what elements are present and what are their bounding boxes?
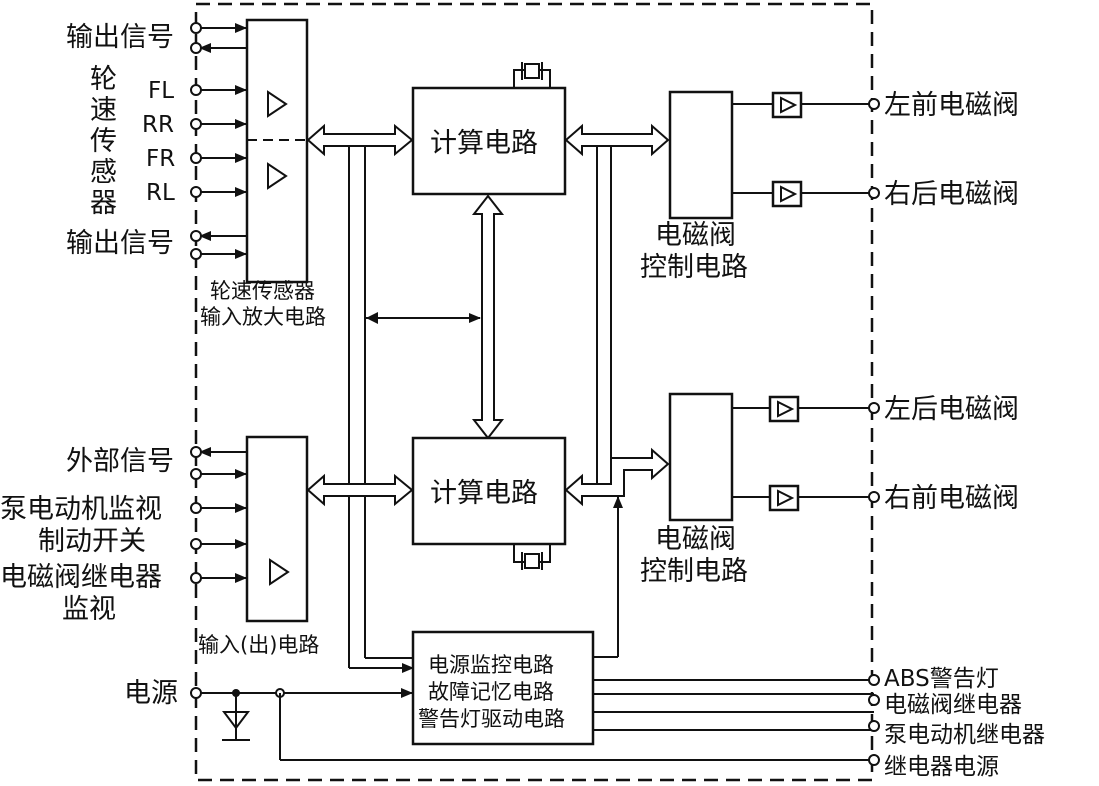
calc-circuit-top — [411, 62, 567, 196]
sensor-terminals — [190, 22, 202, 260]
valve-terminals — [868, 98, 880, 503]
svg-text:感: 感 — [90, 157, 117, 188]
power-monitor-label-3: 警告灯驱动电路 — [418, 707, 565, 731]
svg-text:传: 传 — [90, 126, 117, 157]
valve-relay-monitor-label-1: 电磁阀继电器 — [0, 562, 162, 593]
relay-power-label: 继电器电源 — [884, 754, 999, 780]
io-circuit-label: 输入(出)电路 — [198, 633, 319, 657]
sensor-amp-label-2: 输入放大电路 — [200, 305, 326, 329]
brake-switch-label: 制动开关 — [38, 526, 146, 557]
sensor-amplifier-block — [245, 18, 309, 284]
left-rear-valve-label: 左后电磁阀 — [884, 394, 1019, 425]
calc-top-label: 计算电路 — [430, 128, 538, 159]
ecu-boundary — [194, 2, 874, 782]
power-monitor-label-2: 故障记忆电路 — [428, 680, 554, 704]
valve-ctrl-top-label-2: 控制电路 — [640, 252, 748, 283]
power-input — [190, 687, 870, 761]
valve-control-top — [668, 90, 734, 220]
pump-motor-monitor-label: 泵电动机监视 — [0, 494, 162, 525]
sensor-io-lines — [199, 23, 247, 259]
wheel-speed-sensor-vertical-label: 轮 速 传 感 器 — [90, 64, 117, 219]
valve-ctrl-bottom-label-2: 控制电路 — [640, 556, 748, 587]
valve-ctrl-bottom-label-1: 电磁阀 — [655, 524, 736, 555]
output-signal-top-label: 输出信号 — [66, 22, 174, 53]
valve-relay-label: 电磁阀继电器 — [884, 692, 1022, 718]
svg-text:器: 器 — [90, 188, 117, 219]
valve-bus — [564, 123, 670, 658]
power-monitor-block — [411, 630, 595, 746]
sensor-amp-label-1: 轮速传感器 — [210, 279, 315, 303]
right-rear-valve-label: 右后电磁阀 — [884, 179, 1019, 210]
output-signal-bottom-label: 输出信号 — [66, 228, 174, 259]
power-monitor-outputs — [594, 674, 880, 766]
data-bus — [306, 123, 481, 673]
fr-label: FR — [146, 146, 175, 172]
svg-text:速: 速 — [90, 95, 117, 126]
io-circuit-block — [245, 435, 309, 623]
valve-control-bottom — [668, 392, 734, 522]
power-monitor-label-1: 电源监控电路 — [428, 653, 554, 677]
rr-label: RR — [142, 112, 174, 138]
left-front-valve-label: 左前电磁阀 — [884, 90, 1019, 121]
pump-motor-relay-label: 泵电动机继电器 — [884, 722, 1045, 748]
power-label: 电源 — [124, 678, 178, 709]
valve-drivers — [732, 91, 874, 512]
valve-ctrl-top-label-1: 电磁阀 — [655, 220, 736, 251]
fl-label: FL — [148, 78, 174, 104]
calc-bottom-label: 计算电路 — [430, 478, 538, 509]
external-signal-label: 外部信号 — [66, 446, 174, 477]
valve-relay-monitor-label-2: 监视 — [62, 594, 116, 625]
rl-label: RL — [146, 180, 175, 206]
abs-warning-lamp-label: ABS警告灯 — [884, 666, 999, 692]
calc-circuit-bottom — [411, 436, 567, 570]
io-circuit-lines — [190, 446, 247, 584]
svg-text:轮: 轮 — [90, 64, 117, 95]
right-front-valve-label: 右前电磁阀 — [884, 483, 1019, 514]
